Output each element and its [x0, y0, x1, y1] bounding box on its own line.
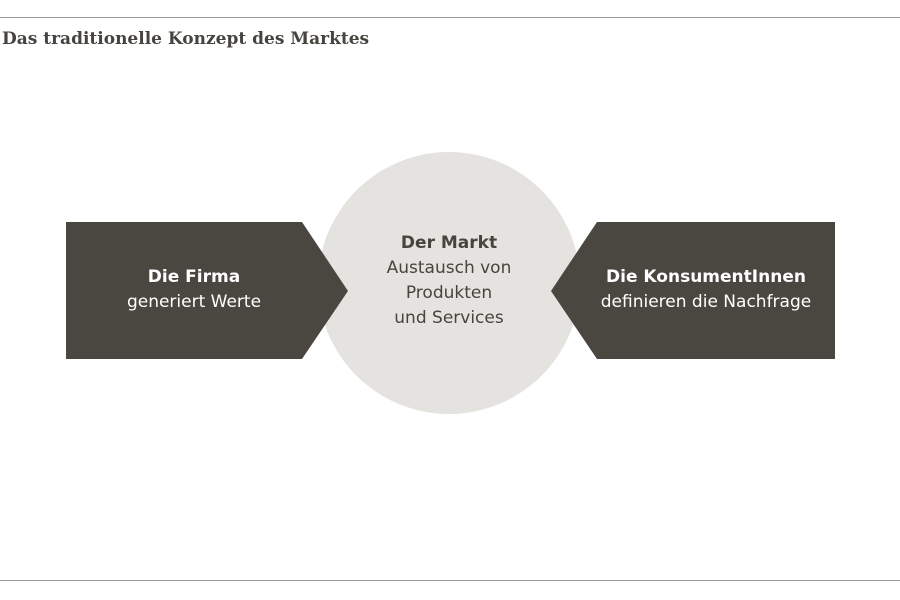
firma-description: generiert Werte	[126, 292, 262, 312]
markt-label: Der Markt Austausch von Produkten und Se…	[320, 231, 578, 331]
top-rule	[0, 17, 900, 18]
firma-label: Die Firma generiert Werte	[66, 265, 322, 315]
page-title: Das traditionelle Konzept des Marktes	[2, 29, 370, 49]
bottom-rule	[0, 580, 900, 581]
konsumenten-heading: Die KonsumentInnen	[606, 267, 806, 287]
firma-heading: Die Firma	[147, 267, 241, 287]
market-circle	[318, 152, 580, 414]
markt-heading: Der Markt	[400, 233, 498, 253]
konsumenten-label: Die KonsumentInnen definieren die Nachfr…	[578, 265, 834, 315]
markt-description-line-2: Produkten	[405, 283, 493, 303]
markt-description-line-1: Austausch von	[386, 258, 512, 278]
konsumenten-arrow-shape	[551, 222, 835, 359]
konsumenten-description: definieren die Nachfrage	[600, 292, 812, 312]
firma-arrow-shape	[66, 222, 348, 359]
markt-description-line-3: und Services	[394, 308, 504, 328]
